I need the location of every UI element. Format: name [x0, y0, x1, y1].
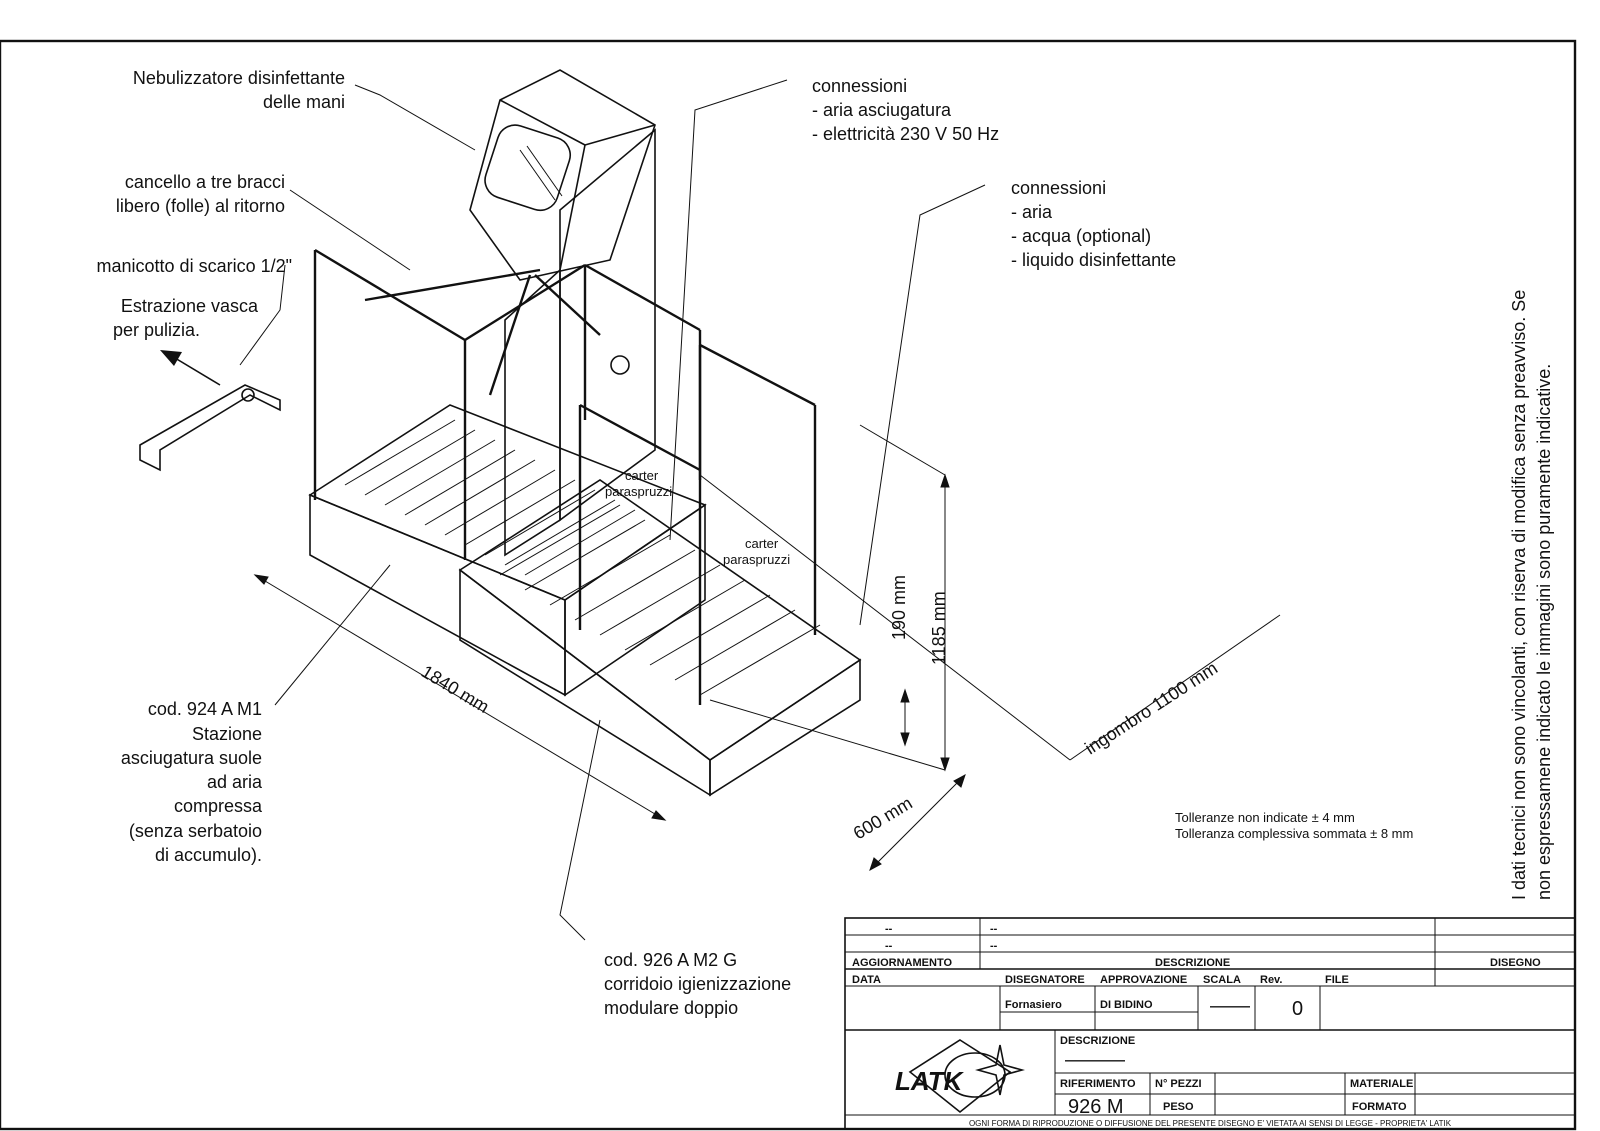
- label-conn-b-2: - acqua (optional): [1011, 226, 1151, 246]
- dim-width-label: 600 mm: [850, 793, 916, 844]
- m1-line: asciugatura suole: [121, 748, 262, 768]
- label-nebulizer-2: delle mani: [263, 92, 345, 112]
- dim-length-label: 1840 mm: [418, 661, 493, 717]
- machine-illustration: [139, 69, 862, 797]
- tb-approvazione: APPROVAZIONE: [1100, 974, 1187, 986]
- tb-approvazione-val: DI BIDINO: [1100, 999, 1153, 1011]
- tb-copyright: OGNI FORMA DI RIPRODUZIONE O DIFFUSIONE …: [969, 1119, 1452, 1128]
- label-conn-a-2: - elettricità 230 V 50 Hz: [812, 124, 999, 144]
- label-conn-a-1: - aria asciugatura: [812, 100, 952, 120]
- tb-descrizione-header: DESCRIZIONE: [1155, 957, 1230, 969]
- tb-materiale: MATERIALE: [1350, 1078, 1413, 1090]
- m1-line: (senza serbatoio: [129, 821, 262, 841]
- latik-logo: LATK: [895, 1039, 1025, 1114]
- m1-line: di accumulo).: [155, 845, 262, 865]
- tb-disegno: DISEGNO: [1490, 957, 1541, 969]
- tolerance-2: Tolleranza complessiva sommata ± 8 mm: [1175, 826, 1413, 841]
- dim-1185-label: 1185 mm: [929, 591, 949, 665]
- label-extraction-1: Estrazione vasca: [121, 296, 259, 316]
- m1-line: compressa: [174, 796, 263, 816]
- label-carter-2b: paraspruzzi: [723, 552, 790, 567]
- tb-disegnatore-val: Fornasiero: [1005, 999, 1062, 1011]
- logo-text: LATK: [895, 1066, 965, 1096]
- label-extraction-2: per pulizia.: [113, 320, 200, 340]
- rev-row2-a: --: [885, 940, 893, 952]
- m1-line: Stazione: [192, 724, 262, 744]
- tb-rev-val: 0: [1292, 998, 1303, 1020]
- tb-disegnatore: DISEGNATORE: [1005, 974, 1085, 986]
- tb-rev: Rev.: [1260, 974, 1282, 986]
- m2-line: cod. 926 A M2 G: [604, 950, 737, 970]
- label-conn-b-3: - liquido disinfettante: [1011, 250, 1176, 270]
- tb-data: DATA: [852, 974, 881, 986]
- label-conn-a-title: connessioni: [812, 76, 907, 96]
- label-drain: manicotto di scarico 1/2": [97, 256, 292, 276]
- tb-scala-val: ——: [1210, 995, 1250, 1017]
- tb-aggiornamento: AGGIORNAMENTO: [852, 957, 952, 969]
- label-carter-2a: carter: [745, 536, 779, 551]
- label-carter-1a: carter: [625, 468, 659, 483]
- tb-descrizione-val: ———: [1065, 1049, 1125, 1071]
- rev-row2-b: --: [990, 940, 998, 952]
- tb-formato: FORMATO: [1352, 1101, 1407, 1113]
- tb-peso: PESO: [1163, 1101, 1194, 1113]
- m1-callout: cod. 924 A M1 Stazione asciugatura suole…: [121, 699, 263, 865]
- label-gate-1: cancello a tre bracci: [125, 172, 285, 192]
- sheet-border: [0, 39, 1577, 1131]
- tolerance-1: Tolleranze non indicate ± 4 mm: [1175, 810, 1355, 825]
- m1-line: cod. 924 A M1: [148, 699, 262, 719]
- tb-file: FILE: [1325, 974, 1349, 986]
- title-block: -- -- -- -- AGGIORNAMENTO DESCRIZIONE DI…: [844, 917, 1576, 1130]
- tb-descrizione: DESCRIZIONE: [1060, 1035, 1135, 1047]
- dim-190-label: 190 mm: [889, 575, 909, 640]
- label-carter-1b: paraspruzzi: [605, 484, 672, 499]
- dim-overall-label: ingombro 1100 mm: [1081, 658, 1221, 759]
- rev-row1-b: --: [990, 923, 998, 935]
- label-conn-b-title: connessioni: [1011, 178, 1106, 198]
- tb-scala: SCALA: [1203, 974, 1241, 986]
- m2-callout: cod. 926 A M2 G corridoio igienizzazione…: [604, 950, 791, 1018]
- disclaimer-2: non espressamene indicato le immagini so…: [1534, 364, 1554, 900]
- disclaimer-1: I dati tecnici non sono vincolanti, con …: [1509, 290, 1529, 900]
- tb-n-pezzi: N° PEZZI: [1155, 1078, 1202, 1090]
- m2-line: corridoio igienizzazione: [604, 974, 791, 994]
- label-conn-b-1: - aria: [1011, 202, 1053, 222]
- leader-lines: [239, 79, 986, 941]
- m1-line: ad aria: [207, 772, 263, 792]
- dimension-lines: [253, 424, 1281, 872]
- label-nebulizer-1: Nebulizzatore disinfettante: [133, 68, 345, 88]
- tb-riferimento: RIFERIMENTO: [1060, 1078, 1136, 1090]
- rev-row1-a: --: [885, 923, 893, 935]
- tb-riferimento-val: 926 M: [1068, 1096, 1124, 1118]
- m2-line: modulare doppio: [604, 998, 738, 1018]
- label-gate-2: libero (folle) al ritorno: [116, 196, 285, 216]
